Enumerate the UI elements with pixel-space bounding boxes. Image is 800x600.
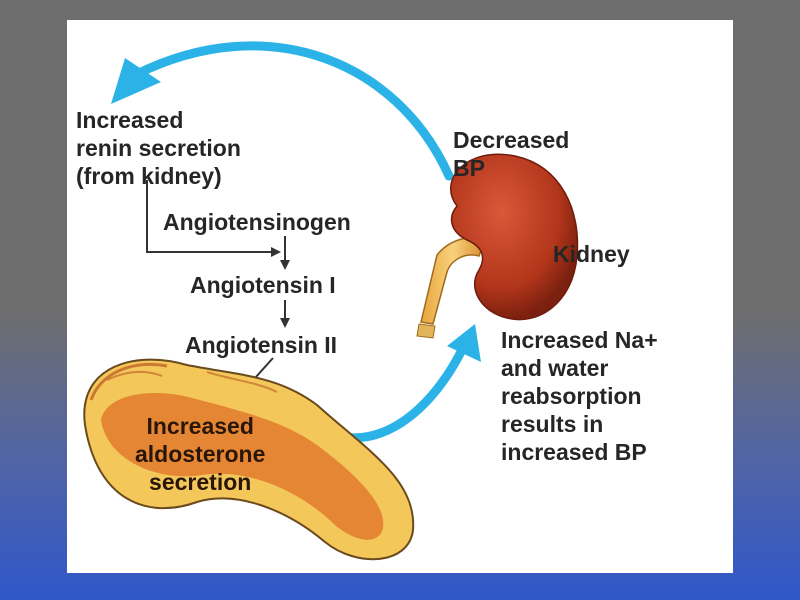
aldosterone-secretion-label: Increased aldosterone secretion (135, 413, 266, 495)
renin-connector-arrow (146, 180, 279, 253)
kidney-label: Kidney (553, 241, 630, 267)
diagram-graphics (83, 41, 579, 561)
diagram-panel: Increased renin secretion (from kidney) … (67, 20, 733, 573)
feedback-arrow-to-renin (111, 41, 454, 181)
kidney-illustration (416, 153, 579, 339)
adrenal-gland-illustration (83, 358, 415, 561)
decreased-bp-label: Decreased BP (453, 127, 570, 181)
angiotensinogen-label: Angiotensinogen (163, 209, 351, 235)
renin-arrowhead (271, 247, 281, 257)
renin-secretion-label: Increased renin secretion (from kidney) (76, 107, 241, 189)
angiotensin-ii-label: Angiotensin II (185, 332, 338, 358)
angiotensin-i-label: Angiotensin I (190, 272, 336, 298)
sodium-water-reabsorption-label: Increased Na+ and water reabsorption res… (501, 327, 658, 465)
feedback-arrow-to-kidney (308, 324, 481, 443)
